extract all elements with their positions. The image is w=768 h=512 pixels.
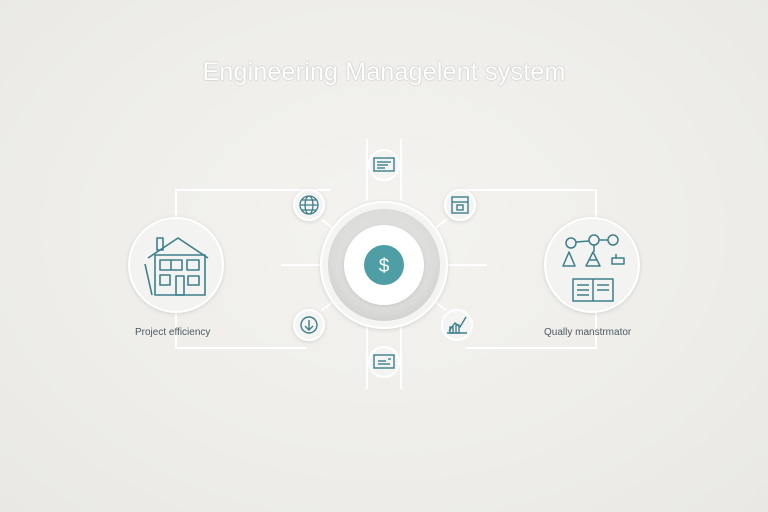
network-quality-icon bbox=[562, 234, 625, 302]
satellite-upper-right bbox=[444, 189, 476, 221]
right-node bbox=[544, 217, 640, 313]
satellite-top bbox=[368, 149, 400, 181]
bank-card-icon bbox=[373, 157, 395, 172]
calendar-icon bbox=[451, 196, 469, 214]
dollar-icon bbox=[364, 245, 404, 285]
satellite-upper-left bbox=[293, 189, 325, 221]
center-hub: $ bbox=[320, 201, 448, 329]
house-icon bbox=[144, 237, 209, 296]
globe-icon bbox=[299, 195, 319, 215]
satellite-lower-left bbox=[293, 309, 325, 341]
diagram-title: Engineering Managelent system bbox=[202, 58, 566, 86]
center-symbol: $ bbox=[379, 256, 390, 277]
left-node-label: Project efficiency bbox=[135, 327, 211, 338]
satellite-bottom bbox=[368, 346, 400, 378]
right-node-label: Qually manstrmator bbox=[544, 327, 632, 338]
chart-icon bbox=[447, 316, 467, 334]
satellite-lower-right bbox=[441, 309, 473, 341]
left-node bbox=[128, 217, 224, 313]
card-icon bbox=[373, 354, 395, 369]
download-icon bbox=[300, 316, 318, 334]
